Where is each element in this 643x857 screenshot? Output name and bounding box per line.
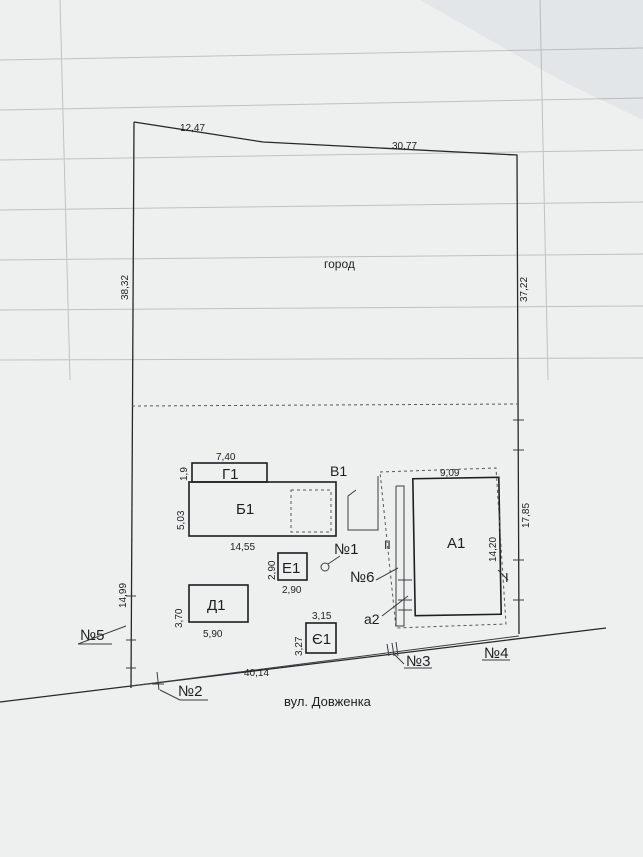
dim-top-right: 30,77 bbox=[392, 141, 417, 152]
well-leader bbox=[327, 555, 341, 565]
b1-width: 14,55 bbox=[230, 542, 255, 553]
building-a1 bbox=[412, 476, 503, 617]
dim-right-lower: 17,85 bbox=[521, 503, 532, 528]
garden-label: город bbox=[324, 257, 355, 271]
d1-label: Д1 bbox=[207, 597, 226, 614]
garden-divider bbox=[131, 403, 519, 407]
dim-left-lower: 14,99 bbox=[118, 583, 129, 608]
dim-right-upper: 37,22 bbox=[519, 277, 530, 302]
g1-depth: 1,9 bbox=[179, 467, 190, 481]
a1-width: 9,09 bbox=[440, 468, 460, 479]
a2-porch bbox=[395, 485, 405, 627]
a1-length: 14,20 bbox=[488, 537, 499, 562]
n5-leader bbox=[77, 625, 127, 645]
n6-leader bbox=[375, 567, 399, 581]
g1-label: Г1 bbox=[222, 466, 238, 483]
dim-top-left: 12,47 bbox=[180, 123, 205, 134]
dim-left-upper: 38,32 bbox=[120, 275, 131, 300]
marker-n5: №5 bbox=[80, 627, 104, 644]
ye1-width: 3,15 bbox=[312, 611, 332, 622]
a2-leader bbox=[381, 595, 409, 617]
a2-label: а2 bbox=[364, 611, 380, 627]
lot-left-edge bbox=[130, 121, 135, 689]
street-label: вул. Довженка bbox=[284, 694, 372, 709]
marker-n3: №3 bbox=[406, 653, 430, 670]
marker-n1: №1 bbox=[334, 541, 358, 558]
d1-width: 5,90 bbox=[203, 629, 223, 640]
background-grid bbox=[0, 0, 643, 381]
tick-marks bbox=[126, 419, 524, 691]
well-marker bbox=[320, 562, 330, 572]
b1-depth: 5,03 bbox=[176, 510, 187, 530]
ye1-depth: 3,27 bbox=[294, 636, 305, 656]
n2-leader bbox=[159, 689, 181, 701]
e1-label: Е1 bbox=[282, 560, 300, 577]
e1-width: 2,90 bbox=[282, 585, 302, 596]
marker-n6: №6 bbox=[350, 569, 374, 586]
ye1-label: Є1 bbox=[312, 631, 331, 648]
building-ye1 bbox=[305, 622, 337, 654]
n3-leader bbox=[393, 653, 405, 665]
street-line-inner bbox=[130, 635, 520, 687]
dim-bottom: 40,14 bbox=[244, 668, 269, 679]
building-a1-outline bbox=[379, 467, 507, 629]
roman1-leader bbox=[497, 569, 509, 581]
a1-label: А1 bbox=[447, 535, 465, 552]
building-e1 bbox=[277, 552, 308, 581]
building-g1 bbox=[191, 462, 268, 483]
paper-shadow bbox=[420, 0, 643, 120]
building-v1 bbox=[290, 489, 332, 533]
d1-depth: 3,70 bbox=[174, 608, 185, 628]
marker-roman-2: II bbox=[384, 538, 391, 552]
g1-width: 7,40 bbox=[216, 452, 236, 463]
e1-depth: 2,90 bbox=[267, 560, 278, 580]
marker-n4: №4 bbox=[484, 645, 508, 662]
building-d1 bbox=[188, 584, 249, 623]
marker-roman-1: I bbox=[505, 570, 509, 585]
entrance-walls bbox=[347, 476, 379, 531]
marker-n2: №2 bbox=[178, 683, 202, 700]
b1-label: Б1 bbox=[236, 501, 254, 518]
street-line bbox=[0, 627, 607, 703]
lot-boundary bbox=[133, 121, 520, 635]
v1-label: В1 bbox=[330, 463, 347, 479]
